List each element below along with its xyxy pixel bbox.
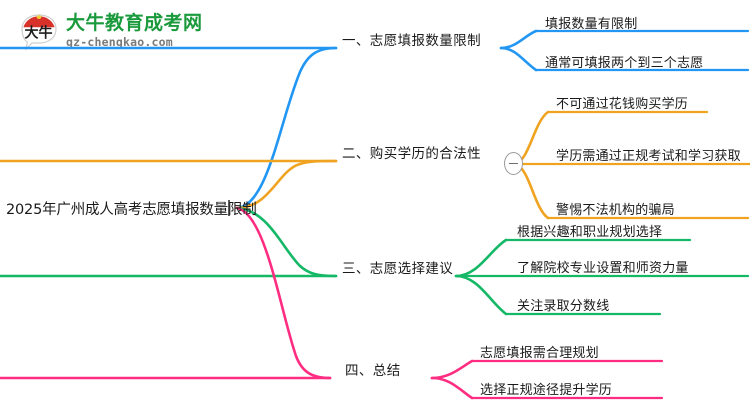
leaf-node-2-1[interactable]: 不可通过花钱购买学历 [556, 97, 689, 112]
leaf-node-4-2[interactable]: 选择正规途径提升学历 [480, 383, 613, 398]
branch-node-1[interactable]: 一、志愿填报数量限制 [342, 33, 481, 49]
logo-site-url: gz-chengkao.com [66, 35, 173, 49]
leaf-node-3-1[interactable]: 根据兴趣和职业规划选择 [517, 225, 663, 240]
logo-wordmark: 大牛教育成考网 gz-chengkao.com [66, 11, 216, 55]
leaf-node-4-1[interactable]: 志愿填报需合理规划 [480, 346, 599, 361]
site-logo[interactable]: 大牛 大牛教育成考网 gz-chengkao.com [18, 10, 218, 56]
leaf-node-3-3[interactable]: 关注录取分数线 [517, 299, 610, 314]
leaf-node-1-2[interactable]: 通常可填报两个到三个志愿 [545, 56, 704, 71]
minus-icon [508, 162, 518, 165]
leaf-node-1-1[interactable]: 填报数量有限制 [545, 17, 638, 32]
collapse-toggle-branch-2[interactable] [504, 152, 523, 175]
svg-text:大牛: 大牛 [25, 25, 53, 42]
leaf-node-3-2[interactable]: 了解院校专业设置和师资力量 [517, 261, 689, 276]
speech-bubble-daniu-icon: 大牛 [18, 12, 60, 52]
branch-node-4[interactable]: 四、总结 [345, 363, 401, 379]
leaf-node-2-3[interactable]: 警惕不法机构的骗局 [556, 203, 675, 218]
leaf-node-2-2[interactable]: 学历需通过正规考试和学习获取 [556, 149, 741, 164]
logo-site-name-cn: 大牛教育成考网 [66, 12, 203, 34]
root-node[interactable]: 2025年广州成人高考志愿填报数量限制 [6, 202, 257, 218]
branch-node-2[interactable]: 二、购买学历的合法性 [342, 146, 481, 162]
branch-node-3[interactable]: 三、志愿选择建议 [342, 261, 454, 277]
